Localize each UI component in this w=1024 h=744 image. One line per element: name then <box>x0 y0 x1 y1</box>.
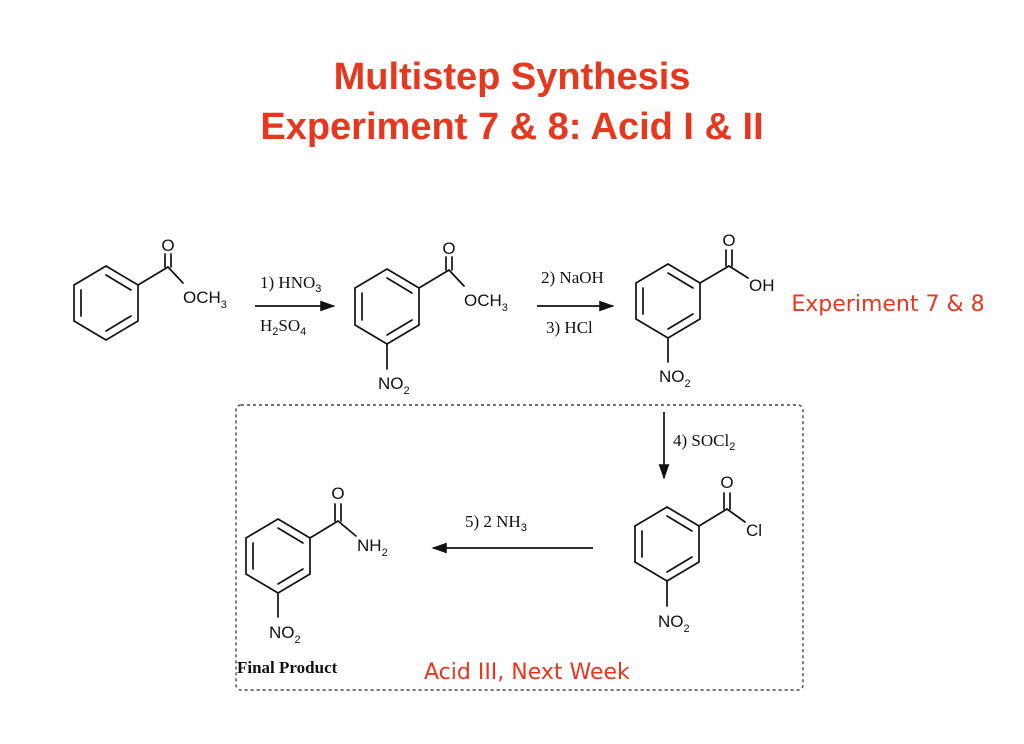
step5-reagent: 5) 2 NH3 <box>465 512 527 534</box>
oh-label: OH <box>749 276 775 295</box>
cl-label: Cl <box>746 521 762 540</box>
dashed-box <box>235 404 804 691</box>
step1-reagent-bottom: H2SO4 <box>260 316 306 338</box>
oxygen-label: O <box>720 473 733 492</box>
title-line-2: Experiment 7 & 8: Acid I & II <box>260 106 764 148</box>
oxygen-label: O <box>161 236 174 255</box>
step4-reagent: 4) SOCl2 <box>673 431 735 453</box>
no2-label: NO2 <box>658 612 690 635</box>
final-product-label: Final Product <box>237 658 338 677</box>
nitrobenzoic-acid-structure <box>635 249 749 363</box>
step2-reagent-bottom: 3) HCl <box>546 318 593 337</box>
acid-iii-label: Acid III, Next Week <box>424 660 630 685</box>
nh2-label: NH2 <box>357 536 388 559</box>
no2-label: NO2 <box>269 623 301 646</box>
oxygen-label: O <box>442 239 455 258</box>
no2-label: NO2 <box>378 374 410 397</box>
title-line-1: Multistep Synthesis <box>333 56 691 98</box>
methyl-nitrobenzoate-structure <box>354 256 465 370</box>
no2-label: NO2 <box>659 367 691 390</box>
oxygen-label: O <box>722 231 735 250</box>
nitrobenzamide-structure <box>245 503 357 618</box>
step2-reagent-top: 2) NaOH <box>541 268 604 287</box>
nitrobenzoyl-chloride-structure <box>634 492 746 607</box>
step1-reagent-top: 1) HNO3 <box>260 273 321 295</box>
methyl-benzoate-structure <box>73 253 184 341</box>
och3-label: OCH3 <box>183 288 227 311</box>
oxygen-label: O <box>331 484 344 503</box>
och3-label: OCH3 <box>464 291 508 314</box>
experiment-label: Experiment 7 & 8 <box>791 292 985 317</box>
